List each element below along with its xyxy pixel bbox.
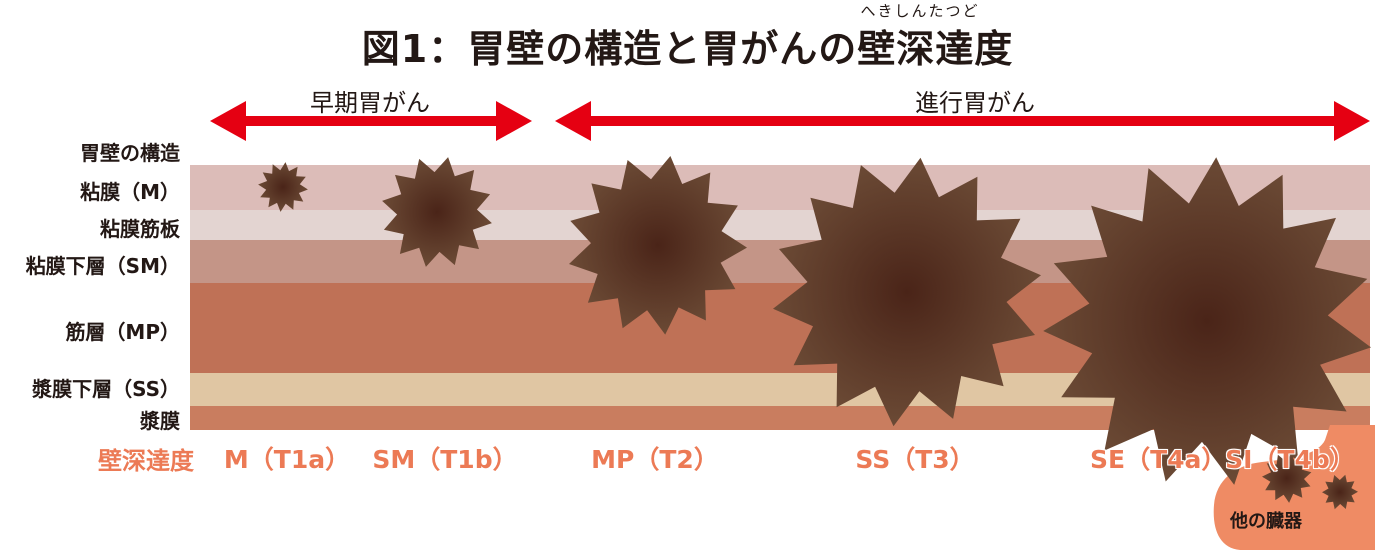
- depth-label-si: SI（T4b）: [1225, 445, 1355, 474]
- tumor-ss: [773, 157, 1041, 427]
- tumor-si-small-1: [1262, 453, 1312, 503]
- advanced-stage-label: 進行胃がん: [915, 89, 1035, 117]
- tumor-sm: [382, 157, 492, 267]
- early-stage-arrow: [210, 101, 532, 141]
- tumor-mp: [569, 156, 747, 335]
- layer-label-muscularis-propria: 筋層（MP）: [65, 320, 180, 344]
- depth-label-sm: SM（T1b）: [372, 445, 518, 474]
- layer-label-muscularis-mucosae: 粘膜筋板: [100, 217, 180, 241]
- layer-label-serosa: 漿膜: [140, 409, 180, 433]
- advanced-stage-arrow: [555, 101, 1370, 141]
- title-ruby: へきしんたつど: [860, 2, 980, 20]
- structure-header: 胃壁の構造: [80, 141, 180, 165]
- tumor-m: [258, 162, 308, 212]
- diagram-title: 図1：胃壁の構造と胃がんの壁深達度: [361, 27, 1014, 71]
- layer-label-mucosa: 粘膜（M）: [80, 180, 180, 204]
- depth-label-se: SE（T4a）: [1090, 445, 1227, 474]
- layer-label-subserosa: 漿膜下層（SS）: [32, 377, 180, 401]
- tumor-si-small-2: [1322, 474, 1358, 510]
- depth-header: 壁深達度: [98, 447, 194, 475]
- depth-label-mp: MP（T2）: [591, 445, 719, 474]
- depth-label-m: M（T1a）: [223, 445, 351, 474]
- early-stage-label: 早期胃がん: [310, 89, 430, 117]
- other-organ-label: 他の臓器: [1230, 511, 1302, 532]
- tumor-se: [1043, 157, 1371, 485]
- depth-label-ss: SS（T3）: [855, 445, 975, 474]
- layer-label-submucosa: 粘膜下層（SM）: [25, 254, 180, 278]
